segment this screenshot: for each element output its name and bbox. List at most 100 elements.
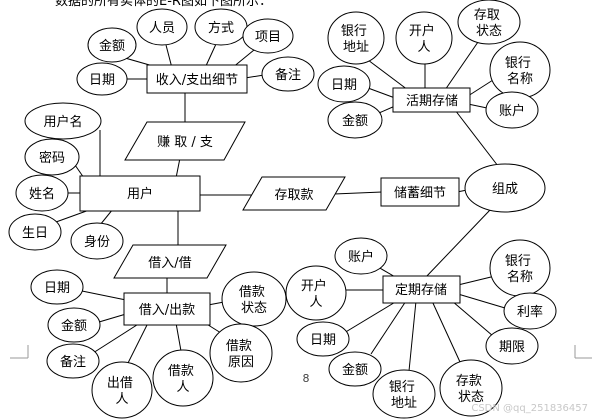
- attribute-bank-name: 银行 名称: [489, 41, 551, 99]
- connector-line: [92, 322, 141, 354]
- connector-line: [378, 105, 396, 114]
- entity-income-expense-detail: 收入/支出细节: [146, 64, 248, 94]
- attribute-ellipse: [70, 222, 124, 260]
- attribute-note: 备注: [46, 343, 100, 379]
- attribute-access-status: 存取 状态: [457, 0, 521, 45]
- attribute-label: 金额: [61, 318, 87, 334]
- attribute-ellipse: [87, 27, 137, 63]
- attribute-ellipse: [76, 62, 128, 96]
- attribute-label: 方式: [208, 20, 234, 36]
- entity-label: 储蓄细节: [394, 186, 446, 201]
- entity-box: [123, 292, 211, 326]
- attribute-label: 日期: [89, 73, 115, 88]
- attribute-ellipse: [30, 269, 84, 305]
- label-line: 名称: [507, 269, 533, 285]
- attribute-label: 日期: [310, 333, 336, 348]
- connector-line: [127, 322, 149, 364]
- attribute-username: 用户名: [24, 102, 102, 140]
- entity-current-deposit: 活期存储: [392, 87, 471, 113]
- label-line: 原因: [228, 355, 254, 370]
- attribute-note: 备注: [261, 56, 315, 92]
- label-line: 状态: [458, 390, 484, 405]
- attribute-label: 银行 地址: [341, 24, 371, 55]
- attribute-ellipse: [47, 307, 101, 343]
- attribute-ellipse: [242, 18, 294, 54]
- connector-line: [207, 301, 225, 306]
- attribute-date: 日期: [296, 321, 350, 357]
- attribute-identity: 身份: [70, 222, 124, 260]
- relationship-label: 赚 取 / 支: [157, 134, 213, 150]
- entity-box: [146, 64, 248, 94]
- connector-line: [424, 209, 491, 279]
- connector-line: [175, 157, 181, 179]
- label-line: 名称: [507, 71, 533, 87]
- attribute-label: 姓名: [29, 186, 55, 202]
- attribute-label: 身份: [84, 234, 110, 250]
- attribute-date: 日期: [76, 62, 128, 96]
- label-line: 存款: [456, 374, 482, 389]
- attribute-item: 项目: [242, 18, 294, 54]
- watermark: CSDN @qq_251836457: [471, 403, 588, 414]
- attribute-account-holder: 开户 人: [395, 11, 453, 65]
- connector-line: [367, 59, 409, 91]
- attribute-label: 金额: [342, 362, 368, 378]
- attribute-account: 账户: [485, 91, 539, 129]
- attribute-ellipse: [372, 369, 436, 419]
- entity-label: 活期存储: [406, 94, 458, 109]
- relationship-shape: [464, 163, 546, 213]
- label-line: 银行: [341, 24, 367, 39]
- relationship-shape: [113, 244, 227, 279]
- attribute-label: 生日: [22, 226, 48, 241]
- attribute-ellipse: [24, 102, 102, 140]
- attribute-amount: 金额: [327, 101, 383, 139]
- entity-box: [380, 177, 460, 207]
- label-line: 出借: [107, 376, 133, 391]
- label-line: 人: [309, 295, 322, 310]
- label-line: 人: [115, 392, 128, 407]
- relationship-earn-spend: 赚 取 / 支: [124, 121, 246, 161]
- attribute-account-holder: 开户 人: [285, 265, 347, 321]
- label-line: 开户: [409, 23, 435, 39]
- attribute-method: 方式: [194, 8, 248, 46]
- connector-line: [81, 290, 127, 301]
- attribute-ellipse: [328, 351, 382, 387]
- attribute-label: 金额: [342, 113, 368, 129]
- connector-line: [457, 276, 492, 286]
- label-line: 借款: [168, 364, 194, 379]
- attribute-label: 账户: [499, 103, 525, 119]
- connector-line: [333, 191, 384, 195]
- relationship-label: 存取款: [274, 188, 313, 203]
- relationship-label: 组成: [492, 182, 518, 197]
- attribute-label: 备注: [60, 354, 86, 370]
- attribute-ellipse: [152, 349, 214, 407]
- connector-line: [457, 293, 506, 309]
- attribute-bank-address: 银行 地址: [327, 11, 385, 65]
- attribute-ellipse: [334, 237, 388, 275]
- attribute-amount: 金额: [328, 351, 382, 387]
- attribute-label: 存款 状态: [456, 374, 486, 405]
- entity-loan: 借入/出款: [123, 292, 211, 326]
- connector-line: [204, 43, 217, 69]
- attribute-interest-rate: 利率: [503, 292, 557, 330]
- relationship-borrow: 借入/借: [113, 244, 227, 279]
- label-line: 人: [176, 380, 189, 395]
- label-line: 状态: [241, 301, 267, 316]
- connector-line: [343, 300, 398, 334]
- entity-fixed-deposit: 定期存储: [382, 275, 461, 304]
- attribute-amount: 金额: [47, 307, 101, 343]
- attribute-name: 姓名: [15, 174, 69, 212]
- label-line: 银行: [505, 56, 531, 71]
- attribute-term: 期限: [485, 327, 539, 365]
- attribute-ellipse: [395, 11, 453, 65]
- connector-line: [431, 300, 461, 363]
- attribute-person: 人员: [136, 8, 188, 46]
- label-line: 存取: [474, 8, 500, 23]
- attribute-borrower: 借款 人: [152, 349, 214, 407]
- page-number: 8: [303, 372, 310, 385]
- label-line: 地址: [391, 396, 417, 411]
- label-line: 地址: [343, 40, 369, 55]
- attribute-label: 借款 原因: [226, 339, 256, 370]
- connector-line: [467, 79, 494, 97]
- entity-label: 定期存储: [395, 283, 447, 298]
- attribute-ellipse: [503, 292, 557, 330]
